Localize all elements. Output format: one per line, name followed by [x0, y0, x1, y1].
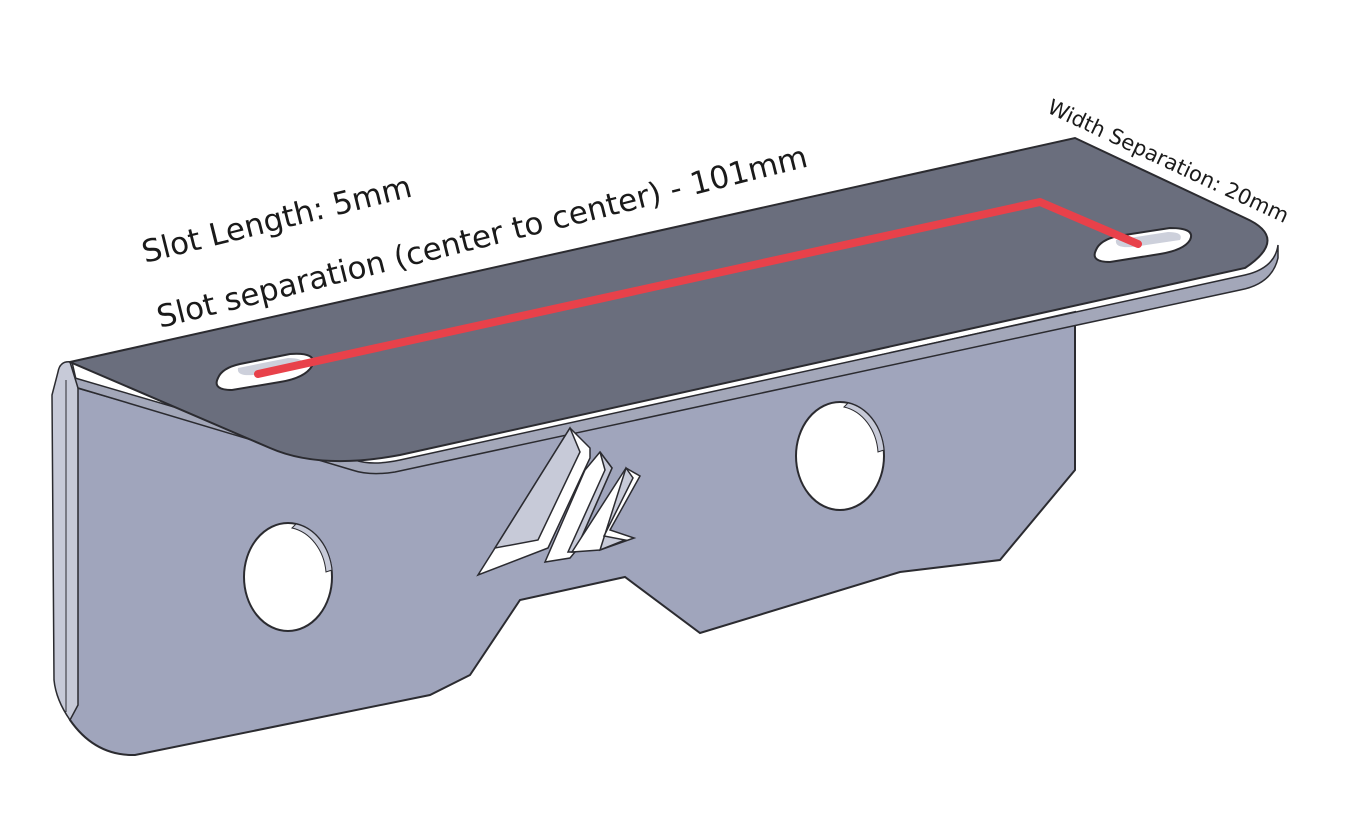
bracket-bend-edge	[51, 360, 79, 722]
right-hole	[795, 401, 885, 511]
left-slot-wall	[237, 358, 303, 376]
engraved-logo-icon	[476, 426, 642, 577]
left-hole	[243, 522, 333, 632]
bracket-top-edge	[69, 244, 1279, 475]
slot-separation-measure-line	[254, 198, 1142, 378]
